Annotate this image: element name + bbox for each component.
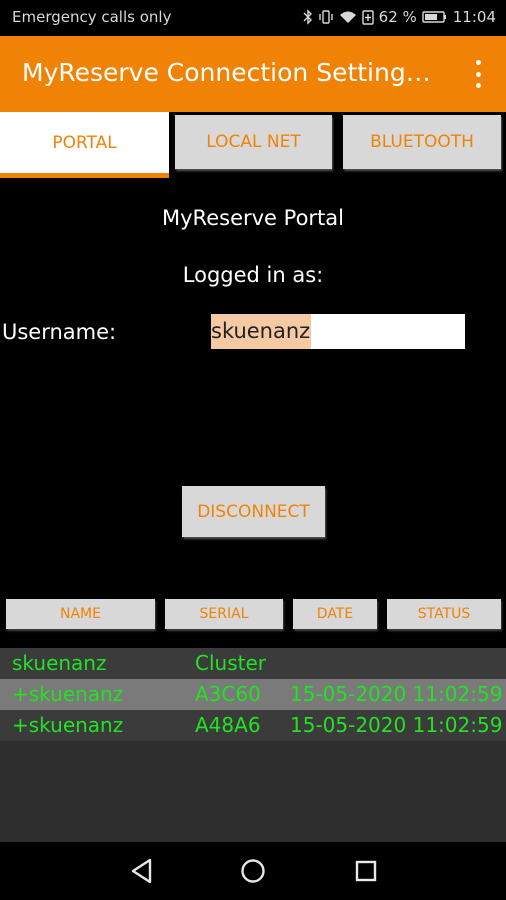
status-icons: 62 % 11:04 [303, 8, 496, 26]
column-header-date[interactable]: DATE [293, 599, 377, 629]
username-label: Username: [2, 320, 117, 344]
row-date: 15-05-2020 11:02:59 [290, 682, 503, 706]
home-icon[interactable] [238, 856, 268, 886]
row-date: 15-05-2020 11:02:59 [290, 713, 503, 737]
app-title: MyReserve Connection Setting… [22, 58, 431, 87]
row-serial: A48A6 [195, 713, 261, 737]
disconnect-button[interactable]: DISCONNECT [182, 486, 325, 537]
overflow-menu-icon[interactable] [472, 60, 484, 88]
tab-bar: PORTAL LOCAL NET BLUETOOTH [0, 112, 506, 180]
list-item[interactable]: skuenanz Cluster [0, 648, 506, 679]
tab-bluetooth[interactable]: BLUETOOTH [343, 115, 501, 169]
back-icon[interactable] [127, 856, 157, 886]
navigation-bar [0, 842, 506, 900]
list-item[interactable]: +skuenanz A48A6 15-05-2020 11:02:59 [0, 710, 506, 741]
row-serial: Cluster [195, 651, 266, 675]
column-header-status[interactable]: STATUS [387, 599, 501, 629]
app-bar: MyReserve Connection Setting… [0, 36, 506, 112]
carrier-text: Emergency calls only [12, 8, 172, 26]
battery-percent: 62 % [378, 8, 417, 26]
battery-icon [422, 9, 448, 25]
row-name: skuenanz [12, 651, 107, 675]
device-list: skuenanz Cluster +skuenanz A3C60 15-05-2… [0, 648, 506, 842]
row-serial: A3C60 [195, 682, 261, 706]
username-field[interactable]: skuenanz [211, 314, 465, 349]
username-value: skuenanz [211, 314, 312, 349]
clock: 11:04 [452, 8, 496, 26]
row-name: +skuenanz [12, 682, 124, 706]
status-bar: Emergency calls only 62 % 11:04 [0, 0, 506, 36]
column-header-serial[interactable]: SERIAL [165, 599, 283, 629]
row-name: +skuenanz [12, 713, 124, 737]
tab-local-net[interactable]: LOCAL NET [175, 115, 332, 169]
recents-icon[interactable] [351, 856, 381, 886]
column-header-name[interactable]: NAME [6, 599, 155, 629]
battery-saver-icon [361, 9, 374, 25]
tab-portal[interactable]: PORTAL [0, 112, 169, 178]
portal-title: MyReserve Portal [162, 206, 344, 230]
list-item[interactable]: +skuenanz A3C60 15-05-2020 11:02:59 [0, 679, 506, 710]
vibrate-icon [318, 9, 334, 25]
bluetooth-icon [303, 9, 313, 25]
logged-in-label: Logged in as: [182, 263, 324, 287]
wifi-icon [339, 9, 357, 25]
